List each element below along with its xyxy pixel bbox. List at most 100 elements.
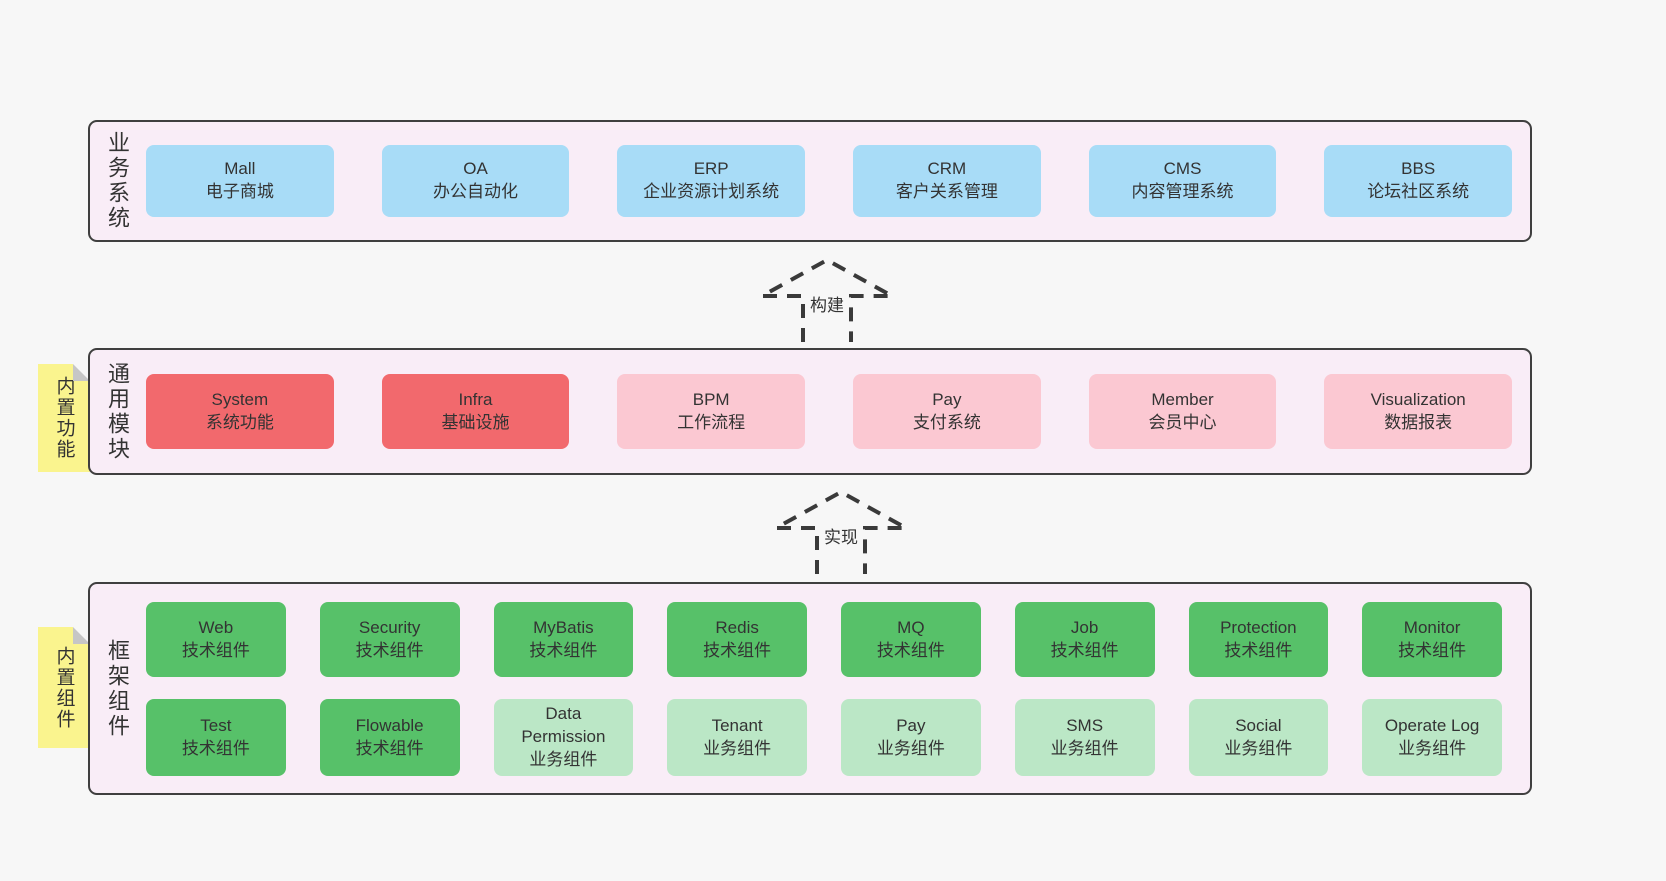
box-name: Job: [1070, 617, 1099, 637]
box-subtitle: 客户关系管理: [895, 182, 998, 201]
build-arrow-label: 构建: [807, 291, 847, 316]
box-name: Test: [200, 715, 232, 735]
box-name: BBS: [1401, 159, 1436, 179]
box-subtitle: 业务组件: [1050, 738, 1119, 758]
folded-corner-icon: [73, 364, 90, 381]
box-subtitle: 技术组件: [876, 640, 945, 660]
implement-arrow-label: 实现: [821, 523, 861, 548]
sticky-note-builtin-features: 内置功能: [38, 364, 90, 472]
component-box-mq: MQ 技术组件: [841, 602, 981, 678]
box-subtitle: 技术组件: [703, 640, 772, 660]
box-name: Visualization: [1370, 389, 1466, 409]
box-name: Security: [358, 617, 421, 637]
box-subtitle: 技术组件: [1398, 640, 1467, 660]
box-subtitle: 技术组件: [181, 640, 250, 660]
business-systems-panel: 业务系统 Mall 电子商城 OA 办公自动化 ERP 企业资源计划系统 CRM…: [88, 120, 1532, 242]
box-subtitle: 数据报表: [1384, 412, 1453, 432]
box-name: Flowable: [355, 715, 424, 735]
panel-side-label-components: 框架组件: [105, 638, 130, 739]
box-name: Pay: [932, 389, 962, 409]
box-subtitle: 电子商城: [205, 182, 274, 201]
module-box-pay: Pay 支付系统: [853, 374, 1041, 449]
component-box-test: Test 技术组件: [146, 699, 286, 776]
box-name: Tenant: [711, 715, 763, 735]
box-subtitle: 业务组件: [876, 738, 945, 758]
box-subtitle: 内容管理系统: [1131, 182, 1234, 201]
up-arrow-icon: [772, 489, 910, 574]
build-arrow: 构建: [758, 256, 896, 342]
system-box-crm: CRM 客户关系管理: [853, 145, 1041, 217]
box-subtitle: 业务组件: [1398, 738, 1467, 758]
component-box-operate-log: Operate Log 业务组件: [1362, 699, 1502, 776]
framework-components-panel: 框架组件 Web 技术组件 Security 技术组件 MyBatis 技术组件…: [88, 582, 1532, 795]
box-subtitle: 技术组件: [181, 738, 250, 758]
box-name: CRM: [927, 159, 967, 179]
component-box-social: Social 业务组件: [1188, 699, 1329, 776]
box-subtitle: 会员中心: [1148, 412, 1217, 432]
box-name: Pay: [896, 715, 926, 735]
component-box-pay: Pay 业务组件: [841, 699, 981, 776]
box-name: System: [211, 389, 269, 409]
component-box-sms: SMS 业务组件: [1014, 699, 1155, 776]
box-name: Monitor: [1403, 617, 1461, 637]
box-name: MyBatis: [533, 617, 594, 637]
box-subtitle: 企业资源计划系统: [643, 182, 780, 201]
box-name: BPM: [692, 389, 730, 409]
box-subtitle: 工作流程: [677, 412, 746, 432]
up-arrow-icon: [758, 257, 896, 342]
implement-arrow: 实现: [772, 488, 910, 574]
box-name: Redis: [715, 617, 759, 637]
module-box-system: System 系统功能: [146, 374, 334, 449]
module-box-bpm: BPM 工作流程: [617, 374, 806, 449]
panel-side-label-modules: 通用模块: [105, 361, 130, 462]
component-box-data-permission: Data Permission 业务组件: [493, 699, 634, 776]
sticky-note-label: 内置组件: [53, 645, 75, 730]
box-name: ERP: [693, 159, 729, 179]
box-name: Operate Log: [1384, 715, 1480, 735]
box-subtitle: 业务组件: [703, 738, 772, 758]
component-box-security: Security 技术组件: [319, 602, 460, 678]
module-box-member: Member 会员中心: [1088, 374, 1277, 449]
system-box-erp: ERP 企业资源计划系统: [617, 145, 806, 217]
component-box-redis: Redis 技术组件: [667, 602, 807, 678]
sticky-note-builtin-components: 内置组件: [38, 627, 90, 748]
box-subtitle: 技术组件: [1224, 640, 1293, 660]
box-name: MQ: [897, 617, 925, 637]
component-box-job: Job 技术组件: [1014, 602, 1155, 678]
box-subtitle: 论坛社区系统: [1367, 182, 1470, 201]
box-name: SMS: [1066, 715, 1104, 735]
box-name: Mall: [224, 159, 256, 179]
box-subtitle: 业务组件: [529, 750, 598, 770]
component-box-protection: Protection 技术组件: [1188, 602, 1329, 678]
system-box-bbs: BBS 论坛社区系统: [1324, 145, 1513, 217]
module-boxes-row: System 系统功能 Infra 基础设施 BPM 工作流程 Pay 支付系统…: [144, 350, 1530, 473]
box-subtitle: 系统功能: [205, 412, 274, 432]
component-box-tenant: Tenant 业务组件: [667, 699, 807, 776]
box-name: Protection: [1220, 617, 1297, 637]
component-box-monitor: Monitor 技术组件: [1362, 602, 1502, 678]
system-box-oa: OA 办公自动化: [381, 145, 570, 217]
box-subtitle: 技术组件: [355, 640, 424, 660]
panel-side-label-business: 业务系统: [105, 131, 130, 231]
system-box-cms: CMS 内容管理系统: [1088, 145, 1277, 217]
box-subtitle: 支付系统: [912, 412, 981, 432]
box-subtitle: 基础设施: [441, 412, 510, 432]
component-box-flowable: Flowable 技术组件: [319, 699, 460, 776]
module-box-visualization: Visualization 数据报表: [1324, 374, 1513, 449]
box-subtitle: 技术组件: [355, 738, 424, 758]
box-subtitle: 办公自动化: [433, 182, 518, 201]
business-boxes-row: Mall 电子商城 OA 办公自动化 ERP 企业资源计划系统 CRM 客户关系…: [144, 122, 1530, 240]
box-name: CMS: [1163, 159, 1202, 179]
box-subtitle: 技术组件: [529, 640, 598, 660]
component-box-mybatis: MyBatis 技术组件: [493, 602, 634, 678]
box-name: Social: [1235, 715, 1282, 735]
box-name: Web: [198, 617, 234, 637]
box-subtitle: 业务组件: [1224, 738, 1293, 758]
common-modules-panel: 通用模块 System 系统功能 Infra 基础设施 BPM 工作流程 Pay…: [88, 348, 1532, 475]
component-box-web: Web 技术组件: [146, 602, 286, 678]
box-name: OA: [463, 159, 488, 179]
system-box-mall: Mall 电子商城: [146, 145, 334, 217]
box-name: Infra: [458, 389, 493, 409]
box-name: Data Permission: [521, 704, 606, 747]
